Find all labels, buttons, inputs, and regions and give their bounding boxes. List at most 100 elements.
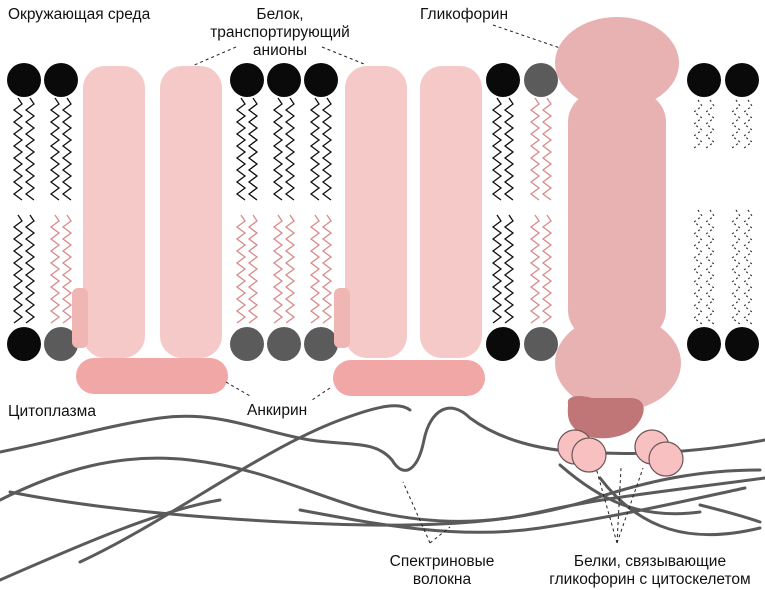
leader-linker-3 [616,467,644,544]
label-spectrin-1: Спектриновые [390,553,495,570]
lipid-head-outer [486,63,520,97]
lipid-tail [705,99,715,149]
lipid-head-inner [44,327,78,361]
leader-spectrin-1 [402,481,431,544]
lipid-tail [529,97,541,201]
leader-linker-1 [595,467,618,544]
label-linker-2: гликофорин с цитоскелетом [549,571,750,588]
transporter-side-knob [334,288,350,348]
lipid-head-inner [267,327,301,361]
label-anion-transporter-2: транспортирующий [210,24,350,41]
leader-transporter-right [321,46,365,65]
lipid-head-inner [725,327,759,361]
anion-transporter-left [72,66,222,358]
lipid-tail [693,209,703,325]
lipid-tail [272,97,284,201]
lipid-tail [503,97,515,201]
spectrin-fiber [298,486,747,534]
glycophorin [555,17,681,411]
lipid-tail [49,214,61,324]
spectrin-fiber [698,503,762,524]
lipid-tail [61,214,73,324]
linker-dark-protein [567,396,644,439]
glycophorin-top-globule [555,17,679,109]
lipid-tail [309,97,321,201]
glycophorin-stem [568,92,666,340]
lipid-tail [529,214,541,324]
linker-globule [648,441,684,477]
lipid-tail [235,97,247,201]
lipid-head-outer [267,63,301,97]
lipid-head-inner [687,327,721,361]
lipid-tail [503,214,515,324]
lipid-head-outer [687,63,721,97]
label-glycophorin: Гликофорин [420,6,508,23]
lipid-head-outer [524,63,558,97]
spectrin-fiber [8,468,762,527]
spectrin-fiber [0,498,222,582]
lipid-head-inner [230,327,264,361]
lipid-head-inner [524,327,558,361]
transporter-helix [160,66,222,358]
lipid-tail [272,214,284,324]
lipid-tail [309,214,321,324]
lipid-tail [705,209,715,325]
lipid-tail [12,97,24,201]
transporter-helix [345,66,407,358]
lipid-tail [284,97,296,201]
ankyrin-left [76,358,228,394]
lipid-tail [247,214,259,324]
lipid-head-inner [486,327,520,361]
lipid-head-outer [230,63,264,97]
lipid-head-outer [7,63,41,97]
glycophorin-bottom-globule [555,315,681,411]
label-environment: Окружающая среда [8,6,151,23]
label-anion-transporter-1: Белок, [256,6,303,23]
lipid-tail [541,97,553,201]
lipid-head-inner [7,327,41,361]
leader-lines [191,24,644,544]
transporter-side-knob [72,288,88,348]
lipid-tail [321,214,333,324]
label-spectrin-2: волокна [413,571,472,588]
lipid-tail [12,214,24,324]
lipid-head-inner [304,327,338,361]
lipid-tail [247,97,259,201]
spectrin-fiber [78,404,412,564]
lipid-tail [61,97,73,201]
spectrin-fiber [598,476,762,537]
leader-transporter-left [191,46,237,67]
spectrin-fiber [558,463,702,516]
lipid-head-outer [304,63,338,97]
lipid-tail [731,99,741,149]
transporter-helix [420,66,482,358]
lipid-tail [491,214,503,324]
lipid-head-outer [725,63,759,97]
linker-proteins [557,396,684,477]
lipid-tail [541,214,553,324]
lipid-tail [321,97,333,201]
anion-transporter-right [334,66,482,358]
linker-globule [571,437,607,473]
lipid-head-outer [44,63,78,97]
ankyrin-right [333,360,485,396]
lipid-tail [24,214,36,324]
label-linker-1: Белки, связывающие [574,553,726,570]
lipid-bilayer [7,63,759,361]
label-anion-transporter-3: анионы [253,42,307,59]
lipid-tail [24,97,36,201]
lipid-tail [49,97,61,201]
leader-spectrin-2 [429,526,451,544]
lipid-tail [693,99,703,149]
lipid-tail [731,209,741,325]
leader-linker-2 [616,467,622,544]
leader-glycophorin [492,24,561,49]
leader-ankyrin-left [225,381,251,397]
lipid-tail [743,209,753,325]
lipid-tail [743,99,753,149]
label-ankyrin: Анкирин [247,402,307,419]
label-cytoplasm: Цитоплазма [8,403,96,420]
lipid-tail [284,214,296,324]
